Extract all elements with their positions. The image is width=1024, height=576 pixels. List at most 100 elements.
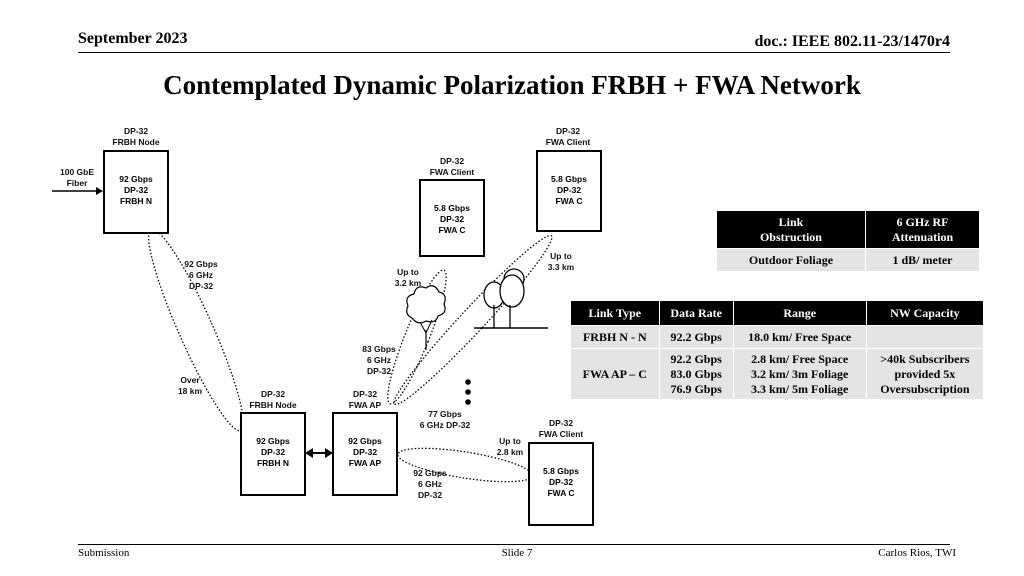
client-bottom-line1: 5.8 Gbps [543,466,579,476]
client-bottom-label-line1: DP-32 [548,418,574,428]
client-bottom-box: 5.8 Gbps DP-32 FWA C [528,442,594,526]
client-mid-label-line2: FWA Client [429,167,475,177]
client-mid-line2: DP-32 [439,214,465,224]
frbh-node-bottom-label-line1: DP-32 [260,389,286,399]
cell-attenuation: 1 dB/ meter [864,248,981,272]
client-mid-line1: 5.8 Gbps [434,203,470,213]
header-link-type: Link Type [570,300,660,326]
over-label-line2: 18 km [177,386,203,396]
link-92-line2: 6 GHz [417,479,443,489]
client-mid-label: DP-32 FWA Client [419,156,485,178]
footer-slide-number: Slide 7 [501,547,533,559]
frbh-node-top-line2: DP-32 [123,185,149,195]
client-mid-label-line1: DP-32 [439,156,465,166]
frbh-link-label-line3: DP-32 [188,281,214,291]
rate-line: 92.2 Gbps [670,351,722,366]
fwa-ap-line2: DP-32 [352,447,378,457]
cell-data-rate: 92.2 Gbps [658,325,734,349]
cell-obstruction: Outdoor Foliage [716,248,866,272]
client-bottom-text: 5.8 Gbps DP-32 FWA C [530,466,592,499]
link-83-line1: 83 Gbps [362,344,396,354]
frbh-node-top-label-line1: DP-32 [123,126,149,136]
fiber-label-line1: 100 GbE [59,167,95,177]
client-mid-box: 5.8 Gbps DP-32 FWA C [419,179,485,257]
link-capacity-table: Link Type Data Rate Range NW Capacity FR… [570,300,985,400]
arrowhead-right [325,448,333,458]
capacity-line: Oversubscription [880,381,970,396]
attenuation-header-row: Link Obstruction 6 GHz RF Attenuation [716,210,981,249]
frbh-link-label: 92 Gbps 6 GHz DP-32 [176,259,226,292]
client-bottom-line2: DP-32 [548,477,574,487]
fwa-ap-line1: 92 Gbps [348,436,382,446]
frbh-node-bottom-line1: 92 Gbps [256,436,290,446]
frbh-link-label-line1: 92 Gbps [184,259,218,269]
frbh-node-top-line1: 92 Gbps [119,174,153,184]
over-18km-label: Over 18 km [168,375,212,397]
cell-capacity: >40k Subscribers provided 5x Oversubscri… [865,348,985,400]
header-data-rate: Data Rate [658,300,734,326]
fwa-ap-label-line1: DP-32 [352,389,378,399]
link-77-line2: 6 GHz DP-32 [419,420,471,430]
rate-line: 76.9 Gbps [670,381,722,396]
upto-3-2km-label: Up to 3.2 km [386,267,430,289]
link-77-label: 77 Gbps 6 GHz DP-32 [408,409,482,431]
cell-link-type: FWA AP – C [570,348,660,400]
frbh-node-top-label: DP-32 FRBH Node [104,126,168,148]
client-bottom-line3: FWA C [547,488,575,498]
arrowhead-left [305,448,313,458]
cell-range: 18.0 km/ Free Space [732,325,867,349]
upto-28-line2: 2.8 km [496,447,524,457]
link-83-label: 83 Gbps 6 GHz DP-32 [354,344,404,377]
header-6ghz-rf: 6 GHz RF [896,214,949,229]
frbh-node-bottom-text: 92 Gbps DP-32 FRBH N [242,436,304,469]
header-link: Link [778,214,804,229]
cell-range: 2.8 km/ Free Space 3.2 km/ 3m Foliage 3.… [732,348,867,400]
link-92-line3: DP-32 [417,490,443,500]
header-date: September 2023 [78,30,188,47]
more-clients-dot [465,399,471,405]
range-line: 3.2 km/ 3m Foliage [751,366,849,381]
client-top-label: DP-32 FWA Client [534,126,602,148]
fiber-label-line2: Fiber [66,178,88,188]
range-line: 2.8 km/ Free Space [751,351,849,366]
upto-3-3km-label: Up to 3.3 km [540,251,582,273]
upto-33-line1: Up to [550,251,572,261]
attenuation-header-obstruction: Link Obstruction [716,210,866,249]
cell-capacity [865,325,985,349]
fwa-ap-label: DP-32 FWA AP [332,389,398,411]
fwa-ap-label-line2: FWA AP [348,400,382,410]
capacity-line: >40k Subscribers [880,351,970,366]
attenuation-header-rf: 6 GHz RF Attenuation [864,210,981,249]
client-mid-line3: FWA C [438,225,466,235]
fiber-arrowhead [96,187,103,195]
cell-data-rate: 92.2 Gbps 83.0 Gbps 76.9 Gbps [658,348,734,400]
upto-32-line1: Up to [397,267,419,277]
link-77-line1: 77 Gbps [428,409,462,419]
client-top-label-line1: DP-32 [555,126,581,136]
frbh-node-bottom-label: DP-32 FRBH Node [240,389,306,411]
frbh-node-bottom-line2: DP-32 [260,447,286,457]
range-line: 3.3 km/ 5m Foliage [751,381,849,396]
upto-33-line2: 3.3 km [547,262,575,272]
client-top-line2: DP-32 [556,185,582,195]
client-top-text: 5.8 Gbps DP-32 FWA C [538,174,600,207]
frbh-node-top-label-line2: FRBH Node [112,137,160,147]
slide-title: Contemplated Dynamic Polarization FRBH +… [163,70,861,100]
header-obstruction: Obstruction [759,229,822,244]
capacity-line: provided 5x [894,366,956,381]
header-rule [78,52,950,53]
link-92-label: 92 Gbps 6 GHz DP-32 [405,468,455,501]
footer-left: Submission [78,547,130,559]
header-attenuation: Attenuation [891,229,954,244]
upto-2-8km-label: Up to 2.8 km [488,436,532,458]
frbh-link-beam [147,228,245,432]
more-clients-dot [465,379,471,385]
footer-author: Carlos Rios, TWI [878,547,956,559]
header-nw-capacity: NW Capacity [865,300,985,326]
more-clients-dot [465,389,471,395]
upto-32-line2: 3.2 km [394,278,422,288]
client-top-line1: 5.8 Gbps [551,174,587,184]
client-top-line3: FWA C [555,196,583,206]
over-label-line1: Over [180,375,200,385]
